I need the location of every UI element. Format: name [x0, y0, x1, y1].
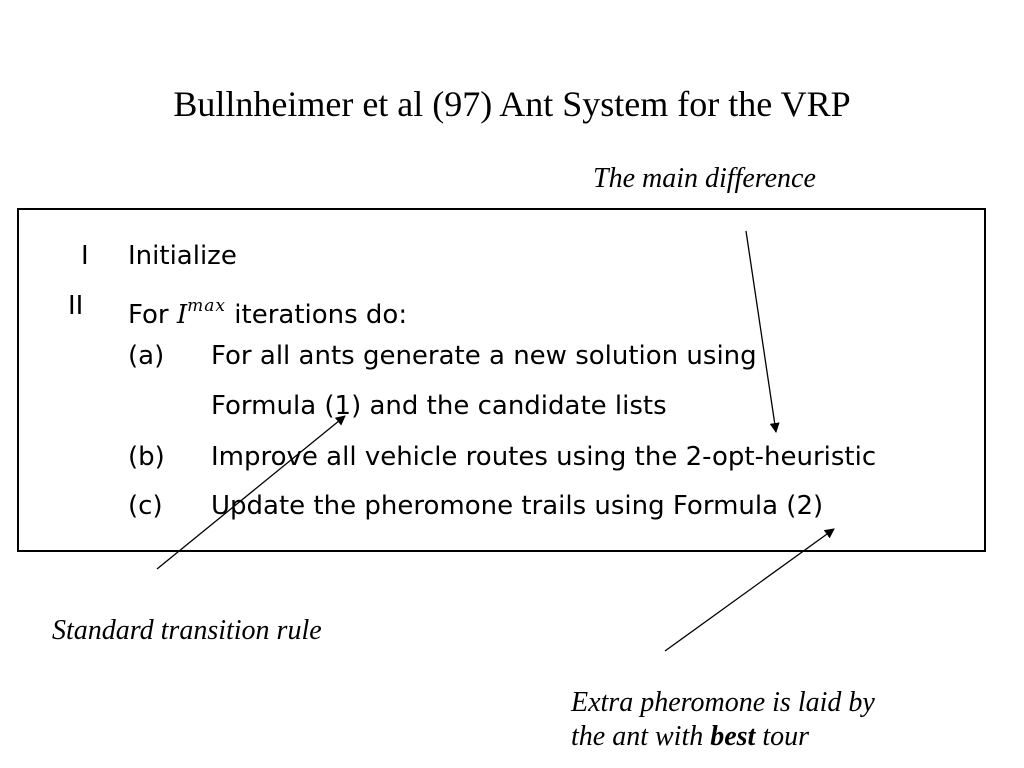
slide-title: Bullnheimer et al (97) Ant System for th…: [173, 84, 851, 124]
step-iterations-suffix: iterations do:: [226, 300, 408, 330]
step-iterations-prefix: For: [128, 300, 177, 330]
sub-label-b: (b): [128, 442, 165, 472]
annotation-extra-best: best: [710, 721, 756, 752]
sub-label-a: (a): [128, 341, 165, 371]
sub-a-line1: For all ants generate a new solution usi…: [211, 341, 757, 371]
algorithm-box: [17, 208, 986, 552]
annotation-extra-line2-post: tour: [755, 721, 810, 752]
step-iterations: For Imax iterations do:: [128, 290, 407, 331]
annotation-extra-pheromone: Extra pheromone is laid by the ant with …: [571, 686, 875, 754]
step-number-2: II: [68, 291, 84, 321]
sub-a-line2: Formula (1) and the candidate lists: [211, 391, 667, 421]
sub-b-text: Improve all vehicle routes using the 2-o…: [211, 442, 877, 472]
annotation-extra-line2-pre: the ant with: [571, 721, 711, 752]
annotation-main-difference: The main difference: [593, 163, 816, 194]
annotation-extra-line1: Extra pheromone is laid by: [571, 687, 875, 718]
imax-base: I: [176, 300, 188, 330]
step-number-1: I: [81, 241, 89, 271]
step-initialize: Initialize: [128, 241, 237, 271]
sub-label-c: (c): [128, 491, 163, 521]
imax-symbol: Imax: [176, 296, 226, 330]
annotation-standard-rule: Standard transition rule: [52, 615, 322, 646]
annotation-extra-line2: the ant with best tour: [571, 720, 875, 754]
imax-superscript: max: [187, 296, 227, 316]
sub-c-text: Update the pheromone trails using Formul…: [211, 491, 824, 521]
